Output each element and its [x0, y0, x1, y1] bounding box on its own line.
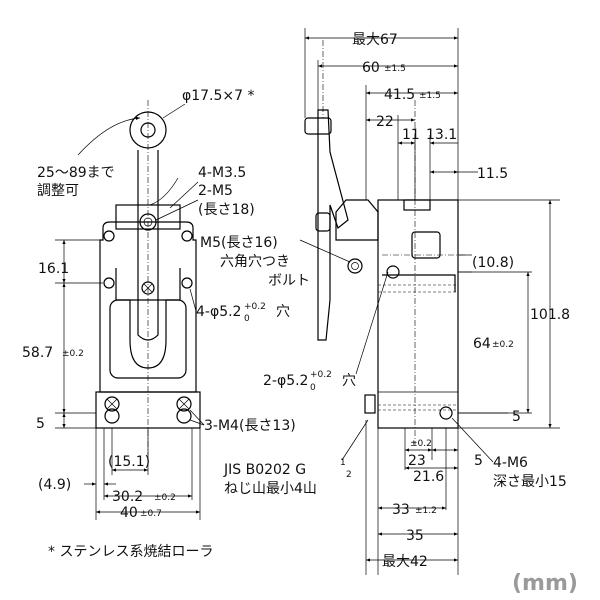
dim-58-7-tol: ±0.2: [62, 349, 84, 359]
footnote: * ステンレス系焼結ローラ: [48, 544, 213, 560]
dim-41-5: 41.5: [384, 87, 415, 103]
side-callouts: M5(長さ16) 六角穴つき ボルト 2-φ5.2 +0.2 0 穴 JIS B…: [200, 235, 567, 497]
dim-tol-02: ±0.2: [410, 439, 432, 449]
m35-callout: 4-M3.5: [198, 165, 246, 181]
dim-max42: 最大42: [382, 554, 428, 570]
dim-30-2: 30.2: [112, 489, 143, 505]
dim-4-9: (4.9): [38, 477, 71, 493]
jis-thread-note: ねじ山最小4山: [224, 481, 317, 497]
dim-60-tol: ±1.5: [384, 64, 406, 74]
dim-5b: 5: [474, 453, 483, 469]
dim-16-1: 16.1: [38, 261, 69, 277]
dim-13-1: 13.1: [426, 127, 457, 143]
dim-35: 35: [406, 528, 424, 544]
hole2-callout: 2-φ5.2: [263, 373, 308, 389]
roller: [129, 111, 167, 149]
adjust-range-label: 25～89まで: [37, 165, 115, 181]
dim-max67: 最大67: [352, 32, 398, 48]
dim-33: 33: [392, 502, 410, 518]
lever-plate: [317, 109, 349, 341]
dim-22: 22: [376, 114, 394, 130]
hole2-tol-lower: 0: [310, 383, 316, 393]
hex-bolt-side: [347, 258, 363, 274]
dim-11-5: 11.5: [477, 166, 508, 182]
dim-58-7: 58.7: [22, 345, 53, 361]
dim-64: 64: [473, 336, 491, 352]
dim-64-tol: ±0.2: [492, 340, 514, 350]
dim-40-tol: ±0.7: [140, 509, 162, 519]
hole4-tol-lower: 0: [244, 314, 250, 324]
dim-41-5-tol: ±1.5: [419, 91, 441, 101]
hole4-tol-upper: +0.2: [244, 302, 266, 312]
front-dimensions: 16.1 58.7 ±0.2 5 (15.1) (4.9) 30.2 ±0.2 …: [22, 239, 201, 521]
jis-frac-num: 1: [340, 458, 346, 468]
dim-15-1: (15.1): [108, 454, 150, 470]
side-dimensions: 最大67 60 ±1.5 41.5 ±1.5 22 11 13.1 11.5 1…: [304, 28, 570, 575]
front-body: [99, 221, 197, 393]
front-callouts: φ17.5×7 * 25～89まで 調整可 4-M3.5 2-M5 (長さ18)…: [37, 88, 296, 434]
m4-callout: 3-M4(長さ13): [204, 418, 296, 434]
jis-frac-den: 2: [346, 470, 352, 480]
dim-5-front: 5: [36, 416, 45, 432]
side-view: [304, 40, 465, 445]
m5-callout: 2-M5: [198, 183, 233, 199]
jis-callout: JIS B0202 G: [223, 462, 306, 478]
hex-callout-3: ボルト: [268, 273, 310, 289]
hex-callout-1: M5(長さ16): [200, 235, 278, 251]
hole4-callout: 4-φ5.2: [196, 304, 241, 320]
dim-10-8: (10.8): [472, 255, 514, 271]
dim-33-tol: ±1.2: [415, 506, 437, 516]
adjust-note-label: 調整可: [37, 183, 79, 199]
hex-callout-2: 六角穴つき: [220, 254, 290, 270]
dim-30-2-tol: ±0.2: [154, 493, 176, 503]
side-body: [377, 199, 459, 429]
dim-60: 60: [362, 60, 380, 76]
dim-23: 23: [408, 453, 426, 469]
unit-label: (mm): [512, 571, 578, 596]
dim-101-8: 101.8: [530, 307, 570, 323]
m6-depth-callout: 深さ最小15: [493, 474, 567, 490]
hole4-suffix: 穴: [276, 304, 290, 320]
m6-callout: 4-M6: [493, 455, 528, 471]
dim-5-side: 5: [512, 409, 521, 425]
dim-11: 11: [402, 127, 420, 143]
m5-bolt-head: [139, 213, 157, 231]
dim-40: 40: [120, 505, 138, 521]
m5-length-callout: (長さ18): [198, 202, 255, 218]
lever-arm: [137, 150, 159, 341]
front-view: [77, 100, 201, 455]
roller-callout: φ17.5×7 *: [182, 88, 255, 104]
dim-21-6: 21.6: [413, 469, 444, 485]
hole2-tol-upper: +0.2: [310, 370, 332, 380]
hole2-suffix: 穴: [342, 373, 356, 389]
